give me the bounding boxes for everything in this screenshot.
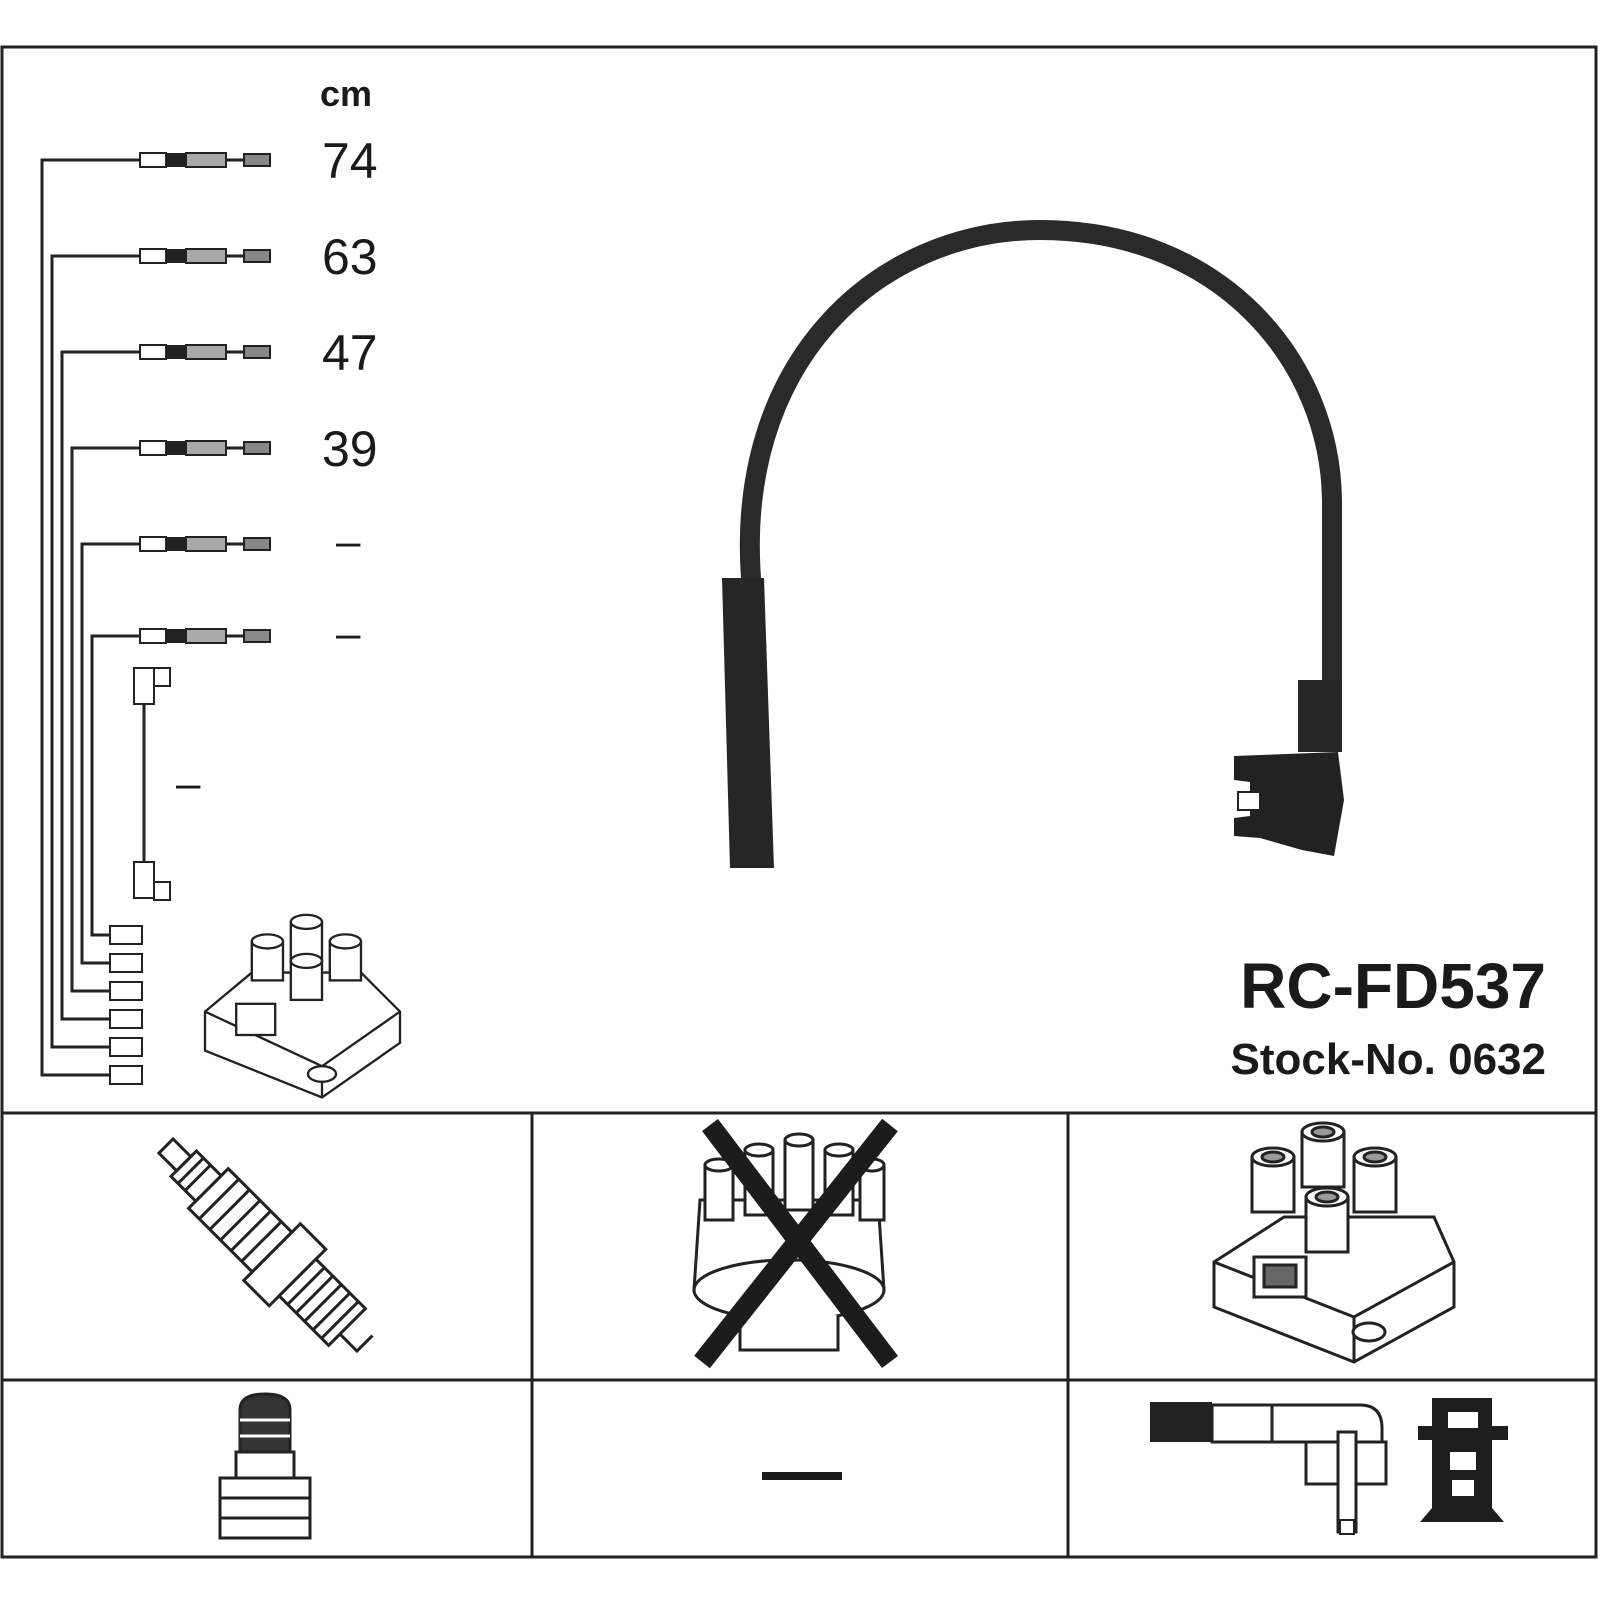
lead-connector-74 bbox=[139, 152, 271, 168]
stock-number: Stock-No. 0632 bbox=[1231, 1035, 1546, 1084]
product-code: RC-FD537 bbox=[1240, 950, 1546, 1022]
distributor-cap-crossed-icon bbox=[692, 1118, 898, 1369]
ignition-coil-icon bbox=[1212, 1121, 1456, 1364]
lead-connector-47 bbox=[139, 344, 271, 360]
distributor-terminal-none-mark bbox=[762, 1472, 842, 1480]
coil-connector-icon bbox=[1150, 1398, 1508, 1535]
length-label-5: – bbox=[336, 517, 361, 566]
lead-connector-63 bbox=[139, 248, 271, 264]
lead-connector-39 bbox=[139, 440, 271, 456]
ignition-coil-small-icon bbox=[203, 913, 402, 1099]
length-label-3: 47 bbox=[322, 325, 378, 381]
coil-terminal-stubs bbox=[109, 925, 143, 1085]
ignition-cable-illustration bbox=[722, 219, 1344, 868]
lead-connector-6 bbox=[139, 628, 271, 644]
lead-routing-lines bbox=[40, 158, 140, 1077]
spark-plug-icon bbox=[156, 1136, 374, 1354]
length-label-2: 63 bbox=[322, 229, 378, 285]
coil-lead-length: – bbox=[176, 759, 201, 808]
length-label-4: 39 bbox=[322, 421, 378, 477]
unit-label: cm bbox=[320, 73, 372, 114]
plug-boot-icon bbox=[218, 1392, 312, 1540]
lead-connector-5 bbox=[139, 536, 271, 552]
coil-lead-icon bbox=[133, 667, 171, 901]
cable-length-legend: cm bbox=[40, 73, 402, 1099]
length-label-6: – bbox=[336, 609, 361, 658]
length-label-1: 74 bbox=[322, 133, 378, 189]
frame bbox=[0, 45, 1598, 1559]
